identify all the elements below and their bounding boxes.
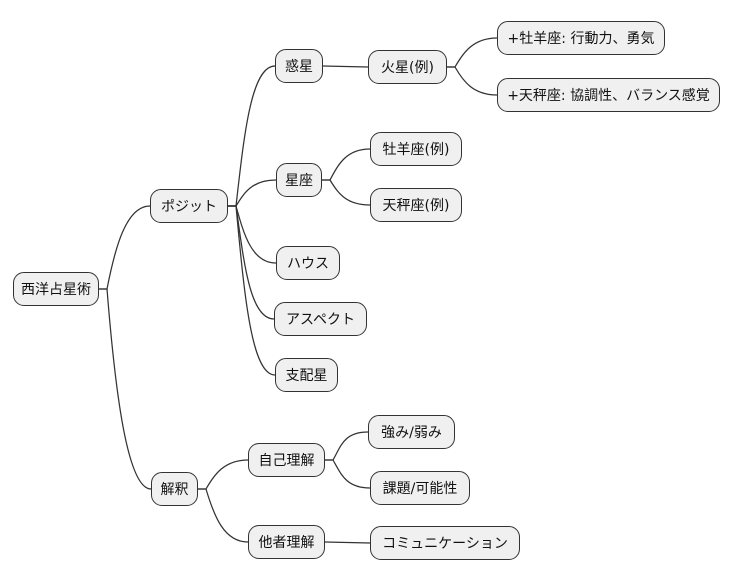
edge-root-posit (98, 205, 151, 290)
edge-posit-aspects (227, 205, 275, 320)
node-challenges-possibilities: 課題/可能性 (370, 471, 470, 505)
node-aries-trait: +牡羊座: 行動力、勇気 (497, 21, 665, 55)
edge-interpretation-others (197, 488, 249, 543)
node-libra-example: 天秤座(例) (370, 188, 462, 222)
edge-planets-mars (322, 65, 369, 68)
node-mars-example: 火星(例) (368, 50, 447, 84)
node-libra-trait: +天秤座: 協調性、バランス感覚 (497, 78, 720, 112)
edge-mars-aries-trait (446, 37, 498, 68)
edge-others-communication (324, 541, 371, 544)
edge-mars-libra-trait (446, 66, 498, 96)
node-self-understanding: 自己理解 (248, 443, 325, 477)
edge-self-strengths (324, 431, 369, 461)
node-signs: 星座 (276, 163, 322, 197)
node-interpretation: 解釈 (151, 472, 198, 506)
edge-root-interpretation (98, 288, 152, 490)
node-aries-example: 牡羊座(例) (370, 132, 462, 166)
edge-posit-houses (227, 205, 277, 264)
edge-posit-ruling-planet (227, 205, 276, 376)
node-ruling-planet: 支配星 (275, 358, 338, 392)
edge-signs-libra-example (321, 179, 371, 206)
node-root: 西洋占星術 (13, 272, 99, 306)
node-strengths-weaknesses: 強み/弱み (368, 415, 455, 449)
edge-interpretation-self (197, 459, 249, 490)
edge-posit-planets (227, 65, 276, 207)
edge-posit-signs (227, 179, 277, 207)
edge-signs-aries-example (321, 148, 371, 181)
node-aspects: アスペクト (274, 302, 367, 336)
node-houses: ハウス (276, 246, 340, 280)
edge-self-challenges (324, 459, 371, 489)
node-other-understanding: 他者理解 (248, 525, 325, 559)
node-planets: 惑星 (275, 49, 323, 83)
node-posit: ポジット (150, 189, 228, 223)
node-communication: コミュニケーション (370, 526, 520, 560)
